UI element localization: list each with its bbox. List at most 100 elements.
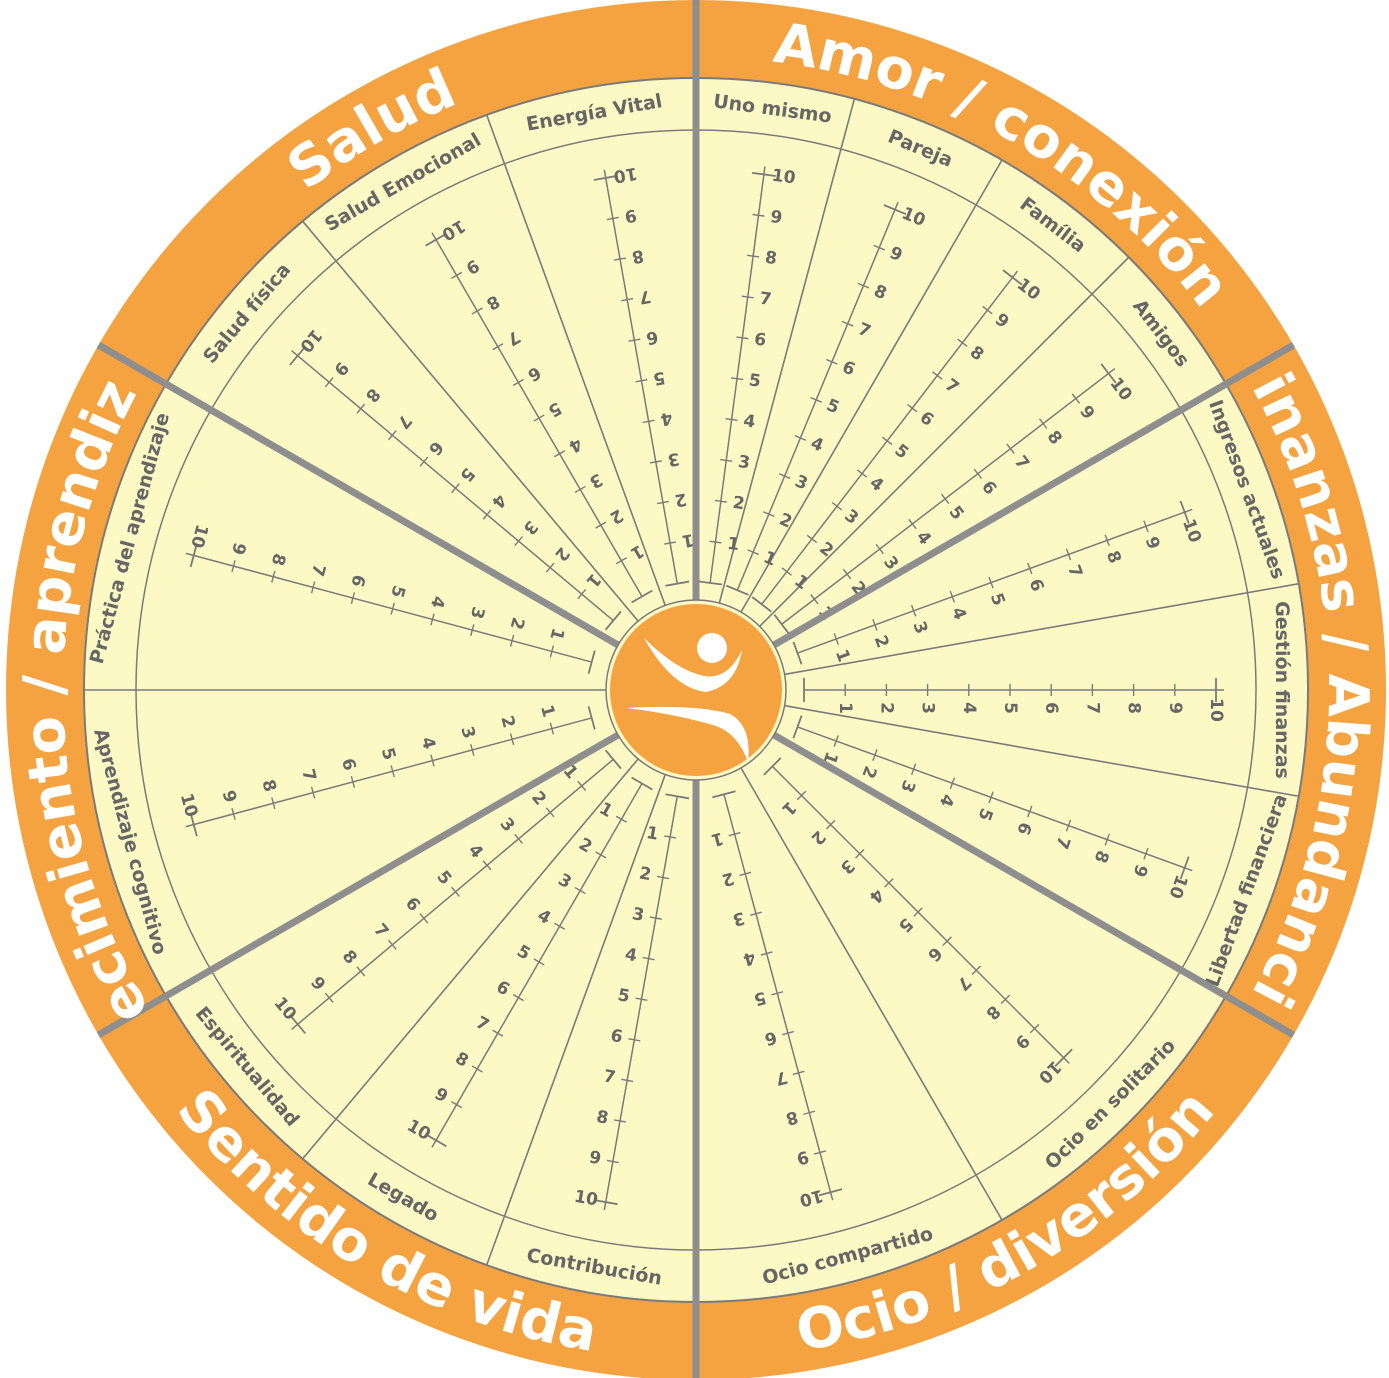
- scale-axis: [797, 508, 1193, 654]
- scale-tick: [1071, 393, 1081, 404]
- scale-tick: [451, 886, 460, 897]
- scale-tick: [387, 939, 397, 950]
- scale-tick: [649, 916, 662, 920]
- scale-end-bar: [593, 1199, 618, 1206]
- scale-tick: [760, 951, 773, 956]
- scale-tick: [482, 860, 492, 871]
- scale-value-2: 2: [506, 615, 528, 632]
- scale-end-bar: [665, 793, 690, 800]
- scale-end-bar: [763, 757, 782, 776]
- scale-end-bar: [883, 204, 907, 216]
- area-divider-line: [485, 770, 668, 1266]
- scale-axis: [603, 796, 678, 1211]
- scale-tick: [664, 541, 677, 545]
- scale-tick: [656, 875, 669, 880]
- scale-tick: [577, 780, 587, 791]
- scale-tick: [826, 358, 838, 365]
- scale-tick: [419, 913, 429, 924]
- scale-tick: [350, 775, 356, 788]
- scale-end-bar: [189, 812, 198, 837]
- scale-value-10: 10: [573, 1187, 600, 1211]
- scale-value-8: 8: [267, 551, 289, 568]
- scale-end-bar: [1100, 363, 1117, 384]
- scale-tick: [514, 536, 523, 547]
- scale-value-3: 3: [456, 724, 478, 741]
- scale-tick: [747, 254, 760, 258]
- scale-value-5: 5: [752, 987, 769, 1009]
- scale-value-8: 8: [764, 248, 778, 269]
- scale-value-8: 8: [784, 1106, 801, 1128]
- scale-value-8: 8: [595, 1107, 610, 1129]
- scale-value-6: 6: [346, 572, 368, 589]
- scale-tick: [509, 634, 515, 647]
- scale-tick: [492, 343, 504, 351]
- scale-tick: [949, 590, 956, 603]
- scale-tick: [1065, 819, 1072, 832]
- scale-tick: [910, 763, 917, 776]
- scale-tick: [545, 562, 555, 573]
- scale-tick: [628, 1038, 641, 1042]
- scale-tick: [554, 450, 566, 458]
- scale-tick: [749, 911, 762, 916]
- scale-tick: [470, 743, 475, 756]
- scale-tick: [430, 754, 435, 767]
- scale-tick: [595, 521, 607, 529]
- scale-end-bar: [593, 174, 618, 181]
- scale-value-8: 8: [630, 245, 645, 267]
- scale-end-bar: [1054, 1048, 1073, 1067]
- scale-tick: [606, 1159, 619, 1164]
- scale-tick: [763, 511, 775, 518]
- scale-tick: [642, 956, 655, 961]
- scale-value-4: 4: [742, 411, 757, 432]
- scale-tick: [709, 540, 722, 544]
- scale-value-5: 5: [377, 746, 399, 763]
- scale-tick: [324, 377, 334, 388]
- scale-tick: [635, 379, 648, 383]
- scale-value-9: 9: [794, 1146, 811, 1168]
- scale-tick: [857, 282, 870, 289]
- scale-value-3: 3: [730, 907, 747, 929]
- scale-value-10: 10: [1206, 698, 1226, 722]
- scale-tick: [771, 991, 784, 996]
- scale-value-3: 3: [466, 604, 488, 621]
- domain-divider: [96, 729, 624, 1039]
- scale-axis: [291, 758, 614, 1030]
- scale-tick: [613, 257, 627, 261]
- scale-tick: [514, 833, 523, 844]
- scale-tick: [1000, 994, 1011, 1005]
- scale-tick: [940, 493, 950, 505]
- scale-tick: [957, 338, 968, 348]
- scale-tick: [231, 807, 236, 820]
- scale-value-1: 1: [835, 702, 855, 714]
- scale-tick: [949, 777, 956, 790]
- area-divider-line: [485, 114, 668, 610]
- scale-tick: [324, 992, 334, 1003]
- scale-tick: [574, 886, 586, 895]
- scale-end-bar: [818, 1188, 843, 1197]
- scale-tick: [595, 851, 607, 859]
- scale-end-bar: [631, 589, 653, 604]
- scale-tick: [794, 435, 807, 441]
- scale-tick: [842, 568, 852, 580]
- scale-end-bar: [587, 650, 596, 674]
- scale-tick: [533, 414, 545, 422]
- scale-tick: [781, 567, 793, 576]
- scale-tick: [621, 297, 634, 302]
- scale-tick: [778, 473, 791, 479]
- scale-tick: [855, 849, 865, 859]
- domain-divider: [768, 729, 1296, 1039]
- domain-divider: [768, 341, 1296, 651]
- scale-tick: [512, 994, 524, 1002]
- scale-end-bar: [773, 614, 790, 635]
- scale-tick: [1006, 443, 1015, 454]
- scale-value-4: 4: [623, 945, 638, 967]
- scale-tick: [736, 336, 749, 340]
- scale-tick: [231, 560, 236, 573]
- scale-value-9: 9: [227, 540, 249, 557]
- scale-tick: [725, 418, 738, 422]
- scale-axis: [185, 717, 592, 828]
- scale-tick: [390, 765, 395, 778]
- scale-value-6: 6: [762, 1027, 779, 1049]
- area-divider-line: [302, 220, 642, 625]
